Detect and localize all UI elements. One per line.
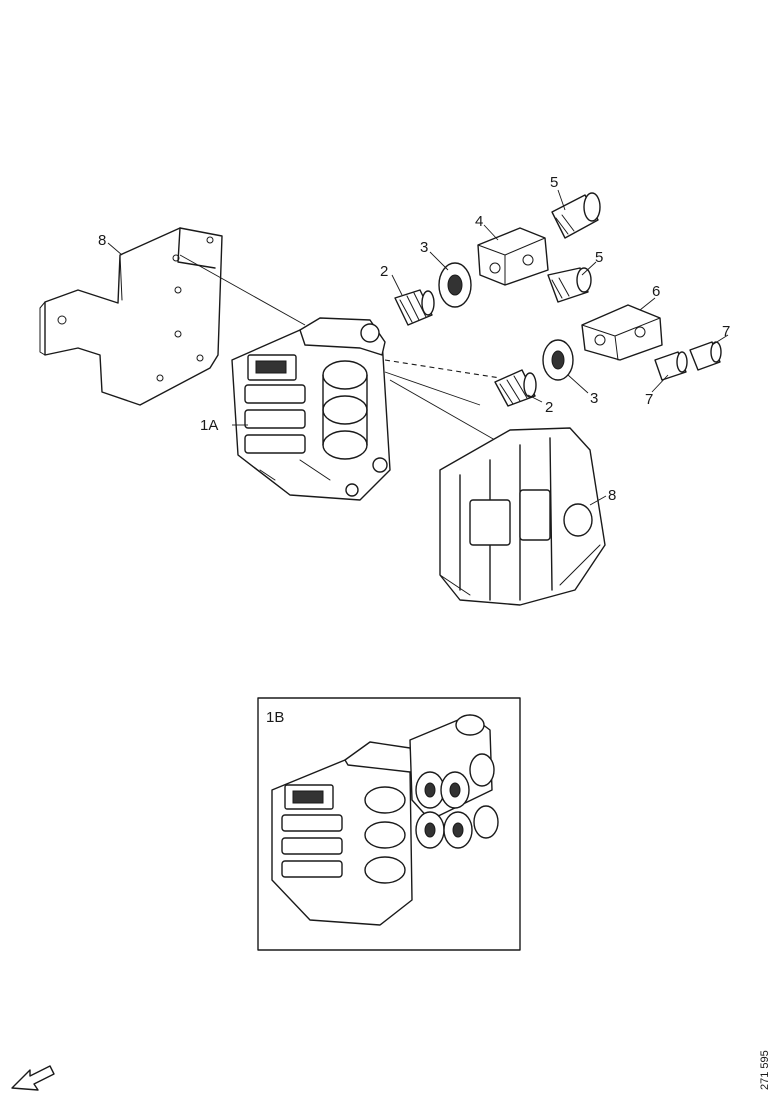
fitting-2-lower (494, 369, 537, 407)
callout-2-lower: 2 (545, 399, 553, 416)
callout-8-bracket: 8 (98, 232, 106, 249)
callout-4: 4 (475, 213, 483, 230)
reference-code: 271 595 (759, 1050, 771, 1090)
connector-5-upper (551, 192, 601, 239)
ring-3-lower (542, 339, 574, 381)
fitting-2-upper (394, 289, 435, 326)
callout-7-left: 7 (645, 391, 653, 408)
orientation-arrow-icon (11, 1065, 55, 1091)
callout-7-right: 7 (722, 323, 730, 340)
callout-3-lower: 3 (590, 390, 598, 407)
leader-lines (107, 189, 729, 506)
inset-detail-1b (257, 697, 521, 951)
callout-5-lower: 5 (595, 249, 603, 266)
callout-1b: 1B (266, 709, 284, 726)
valve-block-1a (231, 317, 391, 501)
valve-body-6 (581, 304, 663, 361)
ring-3-upper (438, 262, 472, 308)
valve-body-4 (477, 227, 549, 286)
valve-housing-8 (439, 427, 606, 606)
callout-3-upper: 3 (420, 239, 428, 256)
callout-1a: 1A (200, 417, 218, 434)
callout-2-upper: 2 (380, 263, 388, 280)
plug-7-right (689, 341, 722, 371)
connector-5-lower (547, 267, 592, 303)
plug-7-left (654, 351, 688, 381)
callout-5-upper: 5 (550, 174, 558, 191)
assembly-guide-lines (179, 254, 501, 441)
mounting-bracket (39, 227, 223, 406)
callout-6: 6 (652, 283, 660, 300)
callout-8-housing: 8 (608, 487, 616, 504)
